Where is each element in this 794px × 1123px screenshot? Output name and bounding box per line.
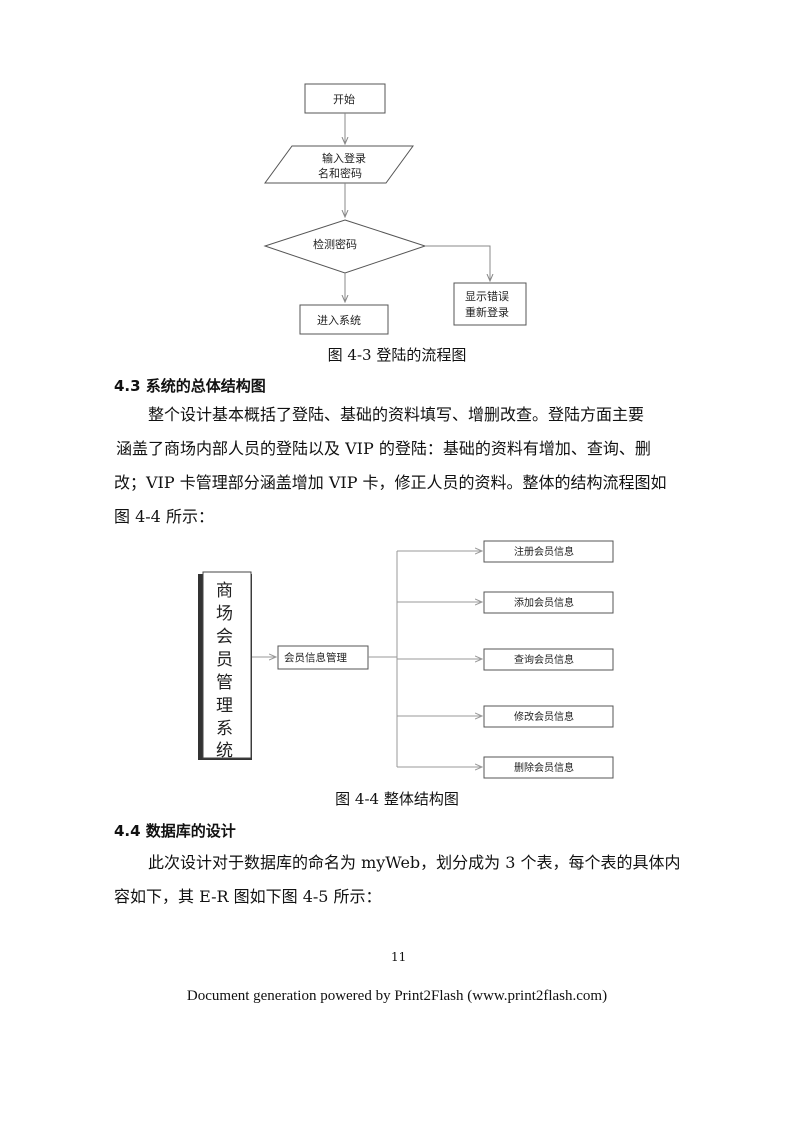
leaf-label: 删除会员信息 bbox=[514, 761, 574, 774]
system-char: 商 bbox=[216, 581, 233, 601]
leaf-label: 添加会员信息 bbox=[514, 596, 574, 609]
figure-4-4-caption: 图 4-4 整体结构图 bbox=[335, 790, 459, 808]
figure-4-3-caption: 图 4-3 登陆的流程图 bbox=[327, 346, 467, 364]
section-4-4-heading: 4.4 数据库的设计 bbox=[114, 822, 236, 840]
system-box bbox=[202, 571, 252, 759]
flow-error-label-1: 显示错误 bbox=[465, 289, 509, 303]
body-line: 改；VIP 卡管理部分涵盖增加 VIP 卡，修正人员的资料。整体的结构流程图如 bbox=[114, 473, 667, 492]
leaf-box-register bbox=[483, 540, 614, 563]
leaf-box-modify bbox=[483, 705, 614, 728]
body-line: 此次设计对于数据库的命名为 myWeb，划分成为 3 个表，每个表的具体内 bbox=[148, 853, 681, 872]
system-char: 统 bbox=[216, 741, 233, 761]
flow-error-label-2: 重新登录 bbox=[465, 305, 509, 319]
flow-error-box bbox=[453, 282, 527, 326]
flow-input-box bbox=[264, 145, 414, 184]
body-line: 整个设计基本概括了登陆、基础的资料填写、增删改查。登陆方面主要 bbox=[148, 405, 645, 424]
system-label: 商 场 会 员 管 理 系 统 bbox=[216, 581, 233, 761]
leaf-label: 注册会员信息 bbox=[514, 545, 574, 558]
body-line: 容如下，其 E-R 图如下图 4-5 所示： bbox=[114, 887, 382, 906]
body-line: 图 4-4 所示： bbox=[114, 507, 214, 526]
flow-start-label: 开始 bbox=[333, 92, 355, 106]
leaf-box-delete bbox=[483, 756, 614, 779]
section-4-3-heading: 4.3 系统的总体结构图 bbox=[114, 377, 266, 395]
system-char: 会 bbox=[216, 627, 233, 647]
flow-enter-box bbox=[299, 304, 389, 335]
leaf-box-add bbox=[483, 591, 614, 614]
flow-check-label: 检测密码 bbox=[313, 237, 357, 251]
flow-start-box bbox=[304, 83, 386, 114]
footer-text: Document generation powered by Print2Fla… bbox=[186, 988, 608, 1004]
page-number: 11 bbox=[391, 950, 407, 964]
flow-input-label-2: 名和密码 bbox=[318, 166, 362, 180]
system-char: 场 bbox=[216, 604, 233, 624]
leaf-box-query bbox=[483, 648, 614, 671]
body-line: 涵盖了商场内部人员的登陆以及 VIP 的登陆：基础的资料有增加、查询、删 bbox=[116, 439, 651, 458]
section-4-4-body: 此次设计对于数据库的命名为 myWeb，划分成为 3 个表，每个表的具体内 容如… bbox=[114, 846, 681, 914]
section-4-3-body: 整个设计基本概括了登陆、基础的资料填写、增删改查。登陆方面主要 涵盖了商场内部人… bbox=[114, 398, 667, 534]
system-char: 员 bbox=[216, 650, 233, 670]
member-management-label: 会员信息管理 bbox=[284, 651, 347, 664]
leaf-label: 查询会员信息 bbox=[514, 653, 574, 666]
leaf-label: 修改会员信息 bbox=[514, 710, 574, 723]
system-char: 管 bbox=[216, 673, 233, 693]
flow-enter-label: 进入系统 bbox=[317, 314, 361, 327]
system-char: 系 bbox=[216, 719, 233, 739]
flow-arrow bbox=[425, 245, 490, 281]
login-flowchart: 开始 输入登录 名和密码 检测密码 进入系统 显示错误 重新登录 bbox=[263, 83, 527, 335]
structure-diagram: 商 场 会 员 管 理 系 统 会员信息管理 注册会员信息 添加会员信息 查询会… bbox=[198, 540, 614, 779]
system-char: 理 bbox=[216, 696, 233, 716]
flow-input-label-1: 输入登录 bbox=[322, 151, 366, 165]
